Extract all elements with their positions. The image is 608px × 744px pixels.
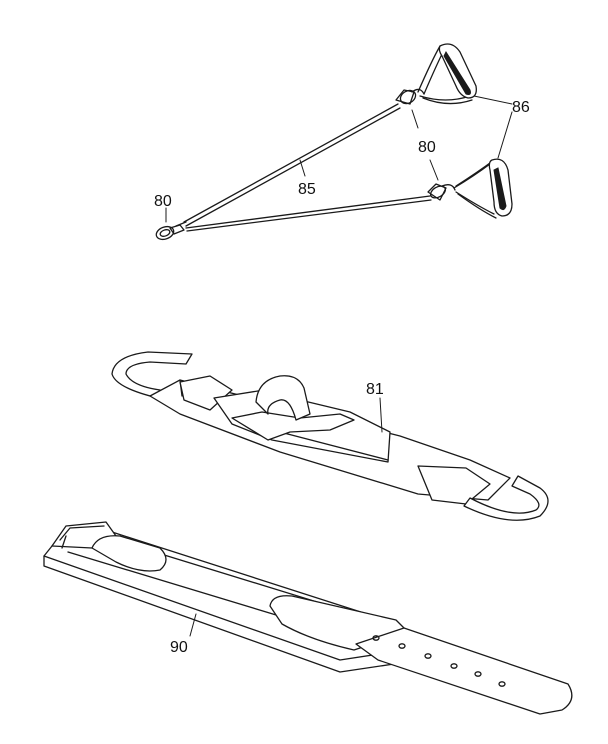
- label-cable: 85: [298, 181, 316, 198]
- leader-line-cuff: [189, 613, 197, 637]
- label-ankle-strap: 81: [366, 381, 384, 398]
- leader-line-strap: [379, 397, 383, 433]
- left-d-ring: [111, 351, 193, 399]
- wrist-cuff: [43, 521, 573, 715]
- label-cable-clip-upper: 80: [418, 139, 436, 156]
- leader-lines-cable: [165, 95, 513, 223]
- label-cable-clip-left: 80: [154, 193, 172, 210]
- upper-clip: [395, 88, 425, 105]
- cable-assembly: [155, 43, 513, 241]
- upper-handle: [417, 43, 477, 105]
- ankle-strap: [111, 351, 549, 521]
- left-anchor-ring: [155, 221, 187, 241]
- label-wrist-cuff: 90: [170, 639, 188, 656]
- lower-handle: [453, 158, 513, 219]
- lower-clip: [427, 183, 456, 201]
- strap-holes: [372, 635, 506, 687]
- label-handles: 86: [512, 99, 530, 116]
- right-d-ring: [463, 475, 549, 521]
- cable-lines: [183, 103, 432, 232]
